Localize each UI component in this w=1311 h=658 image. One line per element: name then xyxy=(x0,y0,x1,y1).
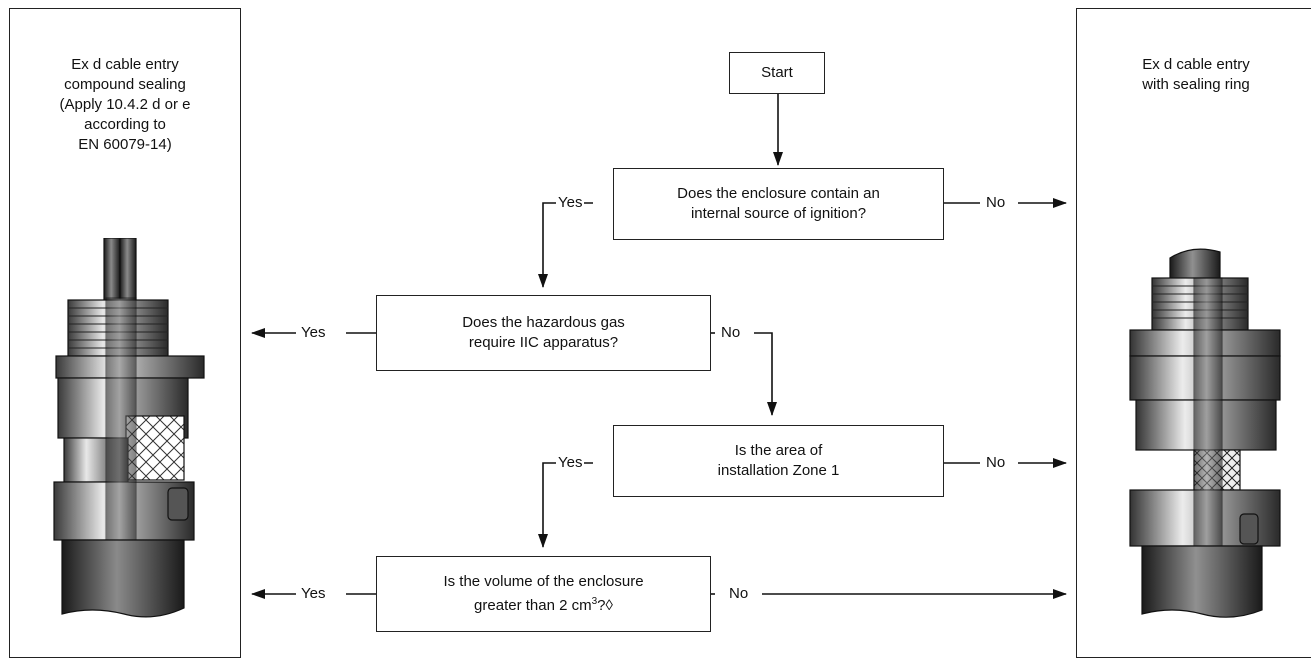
q4-line2: greater than 2 cm3?◊ xyxy=(474,592,613,616)
q3-no-label: No xyxy=(984,454,1008,471)
q1-no-label: No xyxy=(984,194,1008,211)
q3-yes-label: Yes xyxy=(556,454,585,471)
question-zone-1: Is the area of installation Zone 1 xyxy=(613,425,944,497)
q4-superscript: 3 xyxy=(591,596,598,607)
question-internal-ignition: Does the enclosure contain an internal s… xyxy=(613,168,944,240)
sealing-ring-gland-illustration xyxy=(1129,248,1281,618)
q4-line2-text: greater than 2 cm xyxy=(474,597,592,614)
q4-line1: Is the volume of the enclosure xyxy=(443,573,644,590)
q4-yes-label: Yes xyxy=(299,585,328,602)
question-iic-apparatus: Does the hazardous gas require IIC appar… xyxy=(376,295,711,371)
start-box: Start xyxy=(729,52,825,94)
arrow-q2-no xyxy=(754,332,777,416)
q4-no-label: No xyxy=(727,585,751,602)
right-panel-title: Ex d cable entry with sealing ring xyxy=(1142,56,1250,93)
q4-line2-end: ?◊ xyxy=(597,597,613,614)
question-enclosure-volume: Is the volume of the enclosure greater t… xyxy=(376,556,711,632)
arrow-q1-yes xyxy=(538,202,593,288)
q2-no-label: No xyxy=(719,324,743,341)
compound-sealing-gland-illustration xyxy=(53,238,205,618)
arrow-q3-yes xyxy=(538,462,593,548)
q2-yes-label: Yes xyxy=(299,324,328,341)
q1-yes-label: Yes xyxy=(556,194,585,211)
left-panel-title: Ex d cable entry compound sealing (Apply… xyxy=(59,56,191,153)
